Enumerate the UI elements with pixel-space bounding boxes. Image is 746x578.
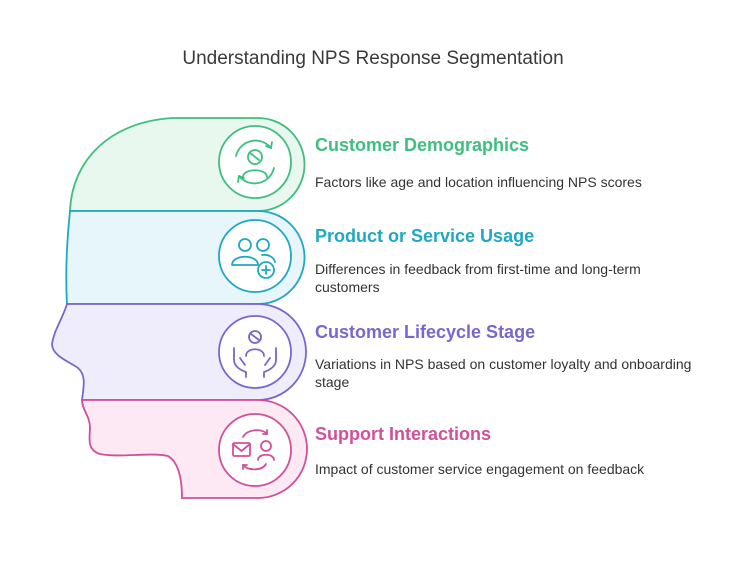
segment-title-support: Support Interactions <box>315 424 492 444</box>
segment-description-usage: Differences in feedback from first-time … <box>315 261 641 295</box>
icon-circle-4 <box>218 413 292 487</box>
segment-title-lifecycle: Customer Lifecycle Stage <box>315 322 536 342</box>
segment-title-usage: Product or Service Usage <box>315 226 535 246</box>
mail-person-exchange-icon <box>232 429 275 471</box>
person-cycle-icon <box>235 139 275 185</box>
icon-circle-1 <box>218 125 292 199</box>
icon-circle-2 <box>218 219 292 293</box>
segment-description-support: Impact of customer service engagement on… <box>315 461 645 477</box>
users-add-icon <box>231 238 276 279</box>
segment-description-demographics: Factors like age and location influencin… <box>315 174 642 190</box>
person-hands-icon <box>233 330 277 378</box>
segment-title-demographics: Customer Demographics <box>315 135 530 155</box>
segment-description-lifecycle: Variations in NPS based on customer loya… <box>315 356 692 390</box>
icon-circle-3 <box>218 315 292 389</box>
page-title: Understanding NPS Response Segmentation <box>182 48 564 69</box>
